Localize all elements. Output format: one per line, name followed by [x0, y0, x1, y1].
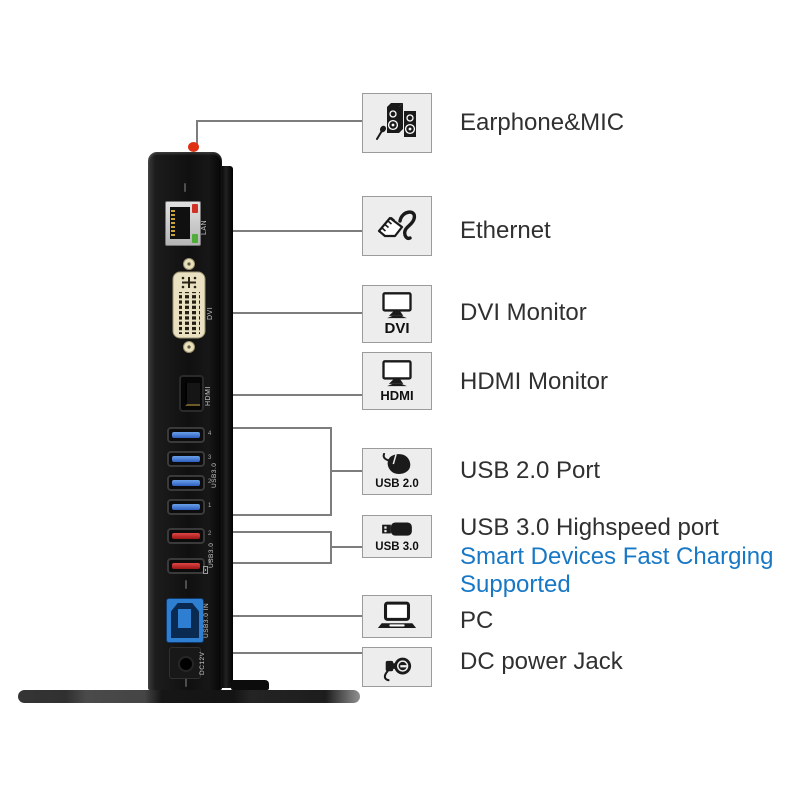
usb-port-number: 2	[208, 531, 212, 537]
usb-b-upstream-port	[166, 598, 204, 643]
label-ethernet: Ethernet	[460, 217, 551, 244]
stand-base	[18, 690, 360, 703]
label-dvi-monitor: DVI Monitor	[460, 299, 587, 326]
monitor-icon	[382, 360, 412, 387]
usb-port-blue-4	[167, 427, 205, 443]
panel-seam	[185, 678, 187, 687]
line-earphone	[196, 120, 362, 122]
lan-port-opening	[170, 207, 190, 239]
usb2-badge: USB 2.0	[375, 477, 419, 490]
hdmi-badge: HDMI	[380, 388, 414, 403]
dc-power-jack-port	[169, 647, 201, 679]
label-dc-power-jack: DC power Jack	[460, 648, 623, 675]
usb-tongue	[172, 456, 200, 462]
lan-port-label: LAN	[201, 219, 208, 235]
callout-box-dvi: DVI	[362, 285, 432, 343]
dc-plug-icon	[383, 657, 412, 682]
callout-box-ethernet	[362, 196, 432, 256]
line-dc	[228, 652, 362, 654]
label-hdmi-monitor: HDMI Monitor	[460, 368, 609, 395]
usb-b-tab	[178, 609, 191, 628]
usb-port-red-2	[167, 528, 205, 544]
label-usb2-port: USB 2.0 Port	[460, 457, 601, 484]
monitor-icon	[382, 292, 412, 319]
audio-jack-top	[188, 142, 199, 152]
line-hdmi	[226, 394, 362, 396]
line-usb3-bracket-top	[228, 531, 330, 533]
hdmi-port	[179, 375, 204, 412]
dvi-port-label: DVI	[207, 306, 214, 320]
usb-b-label: USB3.0 IN	[203, 602, 210, 638]
callout-box-dc	[362, 647, 432, 687]
usb-port-number: 1	[208, 559, 212, 565]
line-usb2-branch	[330, 470, 362, 472]
usb-port-number: 3	[208, 455, 212, 461]
line-ethernet	[228, 230, 362, 232]
label-earphone: Earphone&MIC	[460, 109, 625, 136]
line-usb3-branch	[330, 546, 362, 548]
label-fast-charging-line2: Supported	[460, 571, 571, 598]
usb-tongue	[172, 480, 200, 486]
panel-seam	[185, 580, 187, 589]
ethernet-plug-icon	[377, 210, 417, 241]
callout-box-pc	[362, 595, 432, 638]
usb-port-blue-2	[167, 475, 205, 491]
dc-jack-label: DC12V	[199, 651, 206, 675]
dc-jack-hole	[178, 656, 194, 672]
charging-battery-icon	[203, 566, 208, 574]
mouse-icon	[382, 452, 411, 474]
callout-box-usb3: USB 3.0	[362, 515, 432, 558]
callout-box-earphone	[362, 93, 432, 153]
usb-port-number: 4	[208, 431, 212, 437]
lan-port	[165, 201, 201, 246]
usb-tongue	[172, 533, 200, 539]
label-fast-charging-line1: Smart Devices Fast Charging	[460, 542, 774, 570]
line-dvi	[226, 312, 362, 314]
usb-port-blue-3	[167, 451, 205, 467]
dvi-connector	[172, 258, 206, 353]
usb-port-blue-1	[167, 499, 205, 515]
usb-tongue	[172, 563, 200, 569]
lan-led-green	[192, 234, 198, 243]
usb-port-number: 2	[208, 479, 212, 485]
line-earphone-drop	[196, 120, 198, 144]
line-usb2-bracket-bottom	[228, 514, 330, 516]
usb-tongue	[172, 504, 200, 510]
dvi-badge: DVI	[384, 320, 410, 337]
label-usb3-port: USB 3.0 Highspeed port	[460, 514, 719, 541]
label-pc: PC	[460, 607, 494, 634]
speakers-mic-icon	[376, 103, 416, 140]
line-usb3-bracket-bottom	[228, 562, 330, 564]
stand-bracket	[220, 166, 233, 688]
flash-drive-icon	[382, 522, 412, 536]
hdmi-port-label: HDMI	[205, 386, 212, 406]
callout-box-usb2: USB 2.0	[362, 448, 432, 495]
stand-foot	[231, 680, 269, 690]
usb-port-red-1	[167, 558, 205, 574]
callout-box-hdmi: HDMI	[362, 352, 432, 410]
lan-port-pins	[171, 210, 175, 236]
usb-blue-group-label: USB3.0	[211, 462, 218, 488]
label-usb3-group: USB 3.0 Highspeed port Smart Devices Fas…	[460, 514, 773, 600]
laptop-icon	[377, 601, 417, 628]
usb-tongue	[172, 432, 200, 438]
lan-led-red	[192, 204, 198, 213]
hdmi-port-opening	[185, 383, 200, 406]
usb-red-group-label: USB3.0	[208, 542, 215, 568]
usb3-badge: USB 3.0	[375, 541, 419, 554]
line-usb2-bracket-top	[228, 427, 330, 429]
panel-seam	[184, 183, 186, 192]
usb-port-number: 1	[208, 503, 212, 509]
line-pc	[228, 615, 362, 617]
